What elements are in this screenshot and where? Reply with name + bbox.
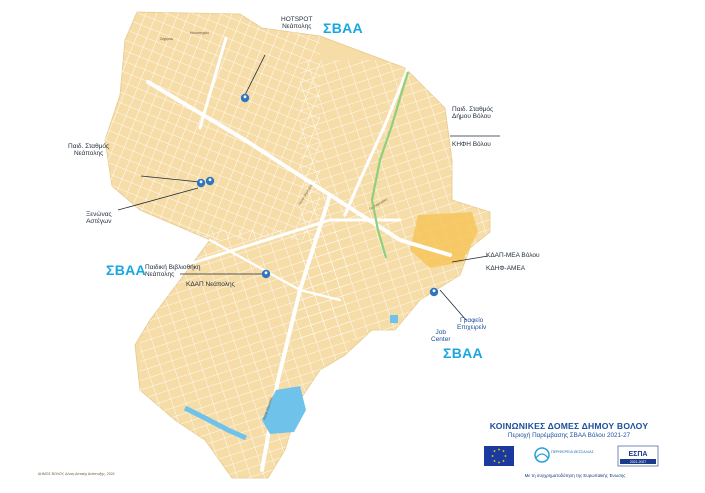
sbaa-badge-job: ΣΒΑΑ [443, 345, 483, 361]
espa-logo-name: ΕΣΠΑ [629, 451, 648, 458]
svg-text:Ζαχαρίου: Ζαχαρίου [160, 37, 174, 41]
espa-logo-icon: ΕΣΠΑ 2021-2027 [617, 445, 659, 467]
region-logo-icon [534, 447, 550, 463]
lagoon [262, 386, 306, 434]
pool [390, 315, 398, 323]
kifi-label: ΚΗΦΗ Βόλου [452, 141, 491, 148]
kdap-mea-label: ΚΔΑΠ-ΜΕΑ Βόλου [486, 252, 540, 259]
sbaa-badge-vivliothiki: ΣΒΑΑ [106, 262, 146, 278]
sbaa-badge-hotspot: ΣΒΑΑ [323, 20, 363, 36]
footnote: ΔΗΜΟΣ ΒΟΛΟΥ, Δ/νση Αστικής Ανάπτυξης, 20… [38, 472, 115, 476]
canal [183, 405, 248, 441]
cofund-text: Με τη συγχρηματοδότηση της Ευρωπαϊκής Έν… [524, 473, 626, 478]
funding-logos: ΠΕΡΙΦΕΡΕΙΑ ΘΕΣΣΑΛΙΑΣ ΕΣΠΑ 2021-2027 [484, 445, 659, 467]
map-subtitle: Περιοχή Παρέμβασης ΣΒΑΑ Βόλου 2021-27 [507, 432, 631, 439]
espa-logo-years: 2021-2027 [630, 460, 646, 464]
svg-text:Λεωφ. Δήμητρος: Λεωφ. Δήμητρος [262, 396, 273, 420]
pin-icon [261, 269, 271, 279]
kdap-neapolis-label: ΚΔΑΠ Νεάπολης [186, 281, 235, 288]
map-title: ΚΟΙΝΩΝΙΚΕΣ ΔΟΜΕΣ ΔΗΜΟΥ ΒΟΛΟΥ [489, 421, 649, 431]
eu-flag-icon [484, 446, 514, 466]
map-pins [196, 93, 439, 297]
region-logo-name: ΠΕΡΙΦΕΡΕΙΑ ΘΕΣΣΑΛΙΑΣ [551, 450, 594, 454]
pin-icon [205, 176, 215, 186]
focus-zone [410, 212, 478, 268]
svg-text:Μοναστηρίου: Μοναστηρίου [190, 31, 209, 35]
river [370, 71, 410, 259]
pin-icon [196, 178, 206, 188]
pin-icon [429, 287, 439, 297]
pin-icon [240, 93, 250, 103]
kdif-label: ΚΔΗΦ-ΑΜΕΑ [486, 265, 526, 272]
